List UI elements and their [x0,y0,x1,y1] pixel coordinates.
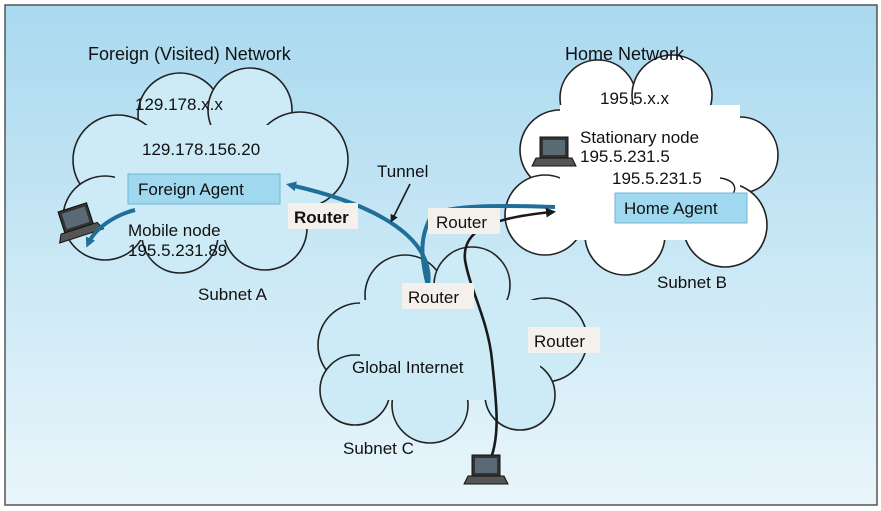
delivery-arrow [85,208,136,248]
tunnel-path [286,181,431,287]
tunnel-pointer [390,183,411,223]
global-internet-cloud [317,246,588,444]
foreign-network-title: Foreign (Visited) Network [88,44,292,64]
router-label-internet: Router [408,288,459,307]
laptop-icon [57,202,105,244]
router-label-home: Router [436,213,487,232]
mobile-node-address: 195.5.231.89 [128,241,227,260]
subnet-a-label: Subnet A [198,285,268,304]
laptop-icon [463,454,509,485]
router-label-foreign: Router [294,208,349,227]
stationary-node-label: Stationary node [580,128,699,147]
foreign-agent-address: 129.178.156.20 [142,140,260,159]
foreign-network-cloud [62,67,349,274]
router-box-home [428,208,500,234]
tunnel-label: Tunnel [377,162,428,181]
mobile-node-label: Mobile node [128,221,221,240]
laptop-icon [531,136,577,167]
foreign-agent-label: Foreign Agent [138,180,244,199]
subnet-c-label: Subnet C [343,439,414,458]
home-network-title: Home Network [565,44,685,64]
home-agent-address: 195.5.231.5 [612,169,702,188]
router-box-foreign [288,203,358,229]
foreign-subnet-address: 129.178.x.x [135,95,223,114]
router-box-internet-right [528,327,600,353]
home-agent-box [614,192,748,224]
router-label-internet-right: Router [534,332,585,351]
foreign-agent-box [127,173,281,205]
home-subnet-address: 195.5.x.x [600,89,669,108]
global-internet-label: Global Internet [352,358,464,377]
stationary-node-address: 195.5.231.5 [580,147,670,166]
router-box-internet [402,283,474,309]
home-agent-label: Home Agent [624,199,718,218]
subnet-b-label: Subnet B [657,273,727,292]
